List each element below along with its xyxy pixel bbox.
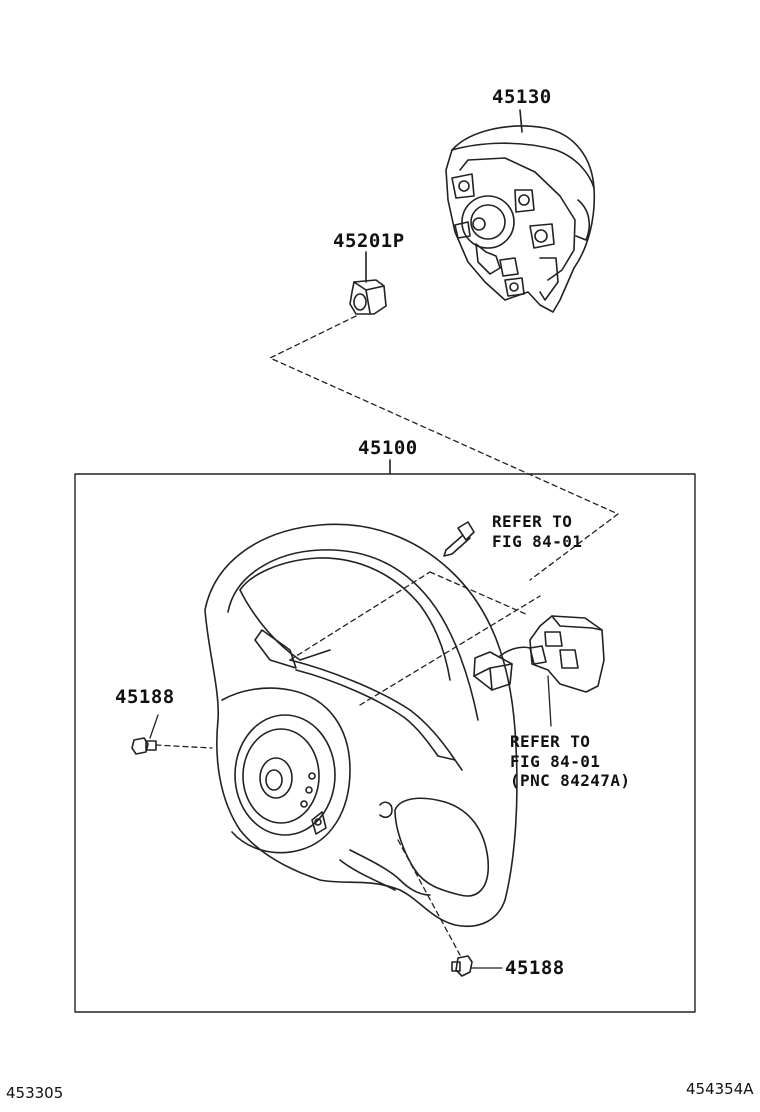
part-number-45188-bottom: 45188 [505, 957, 565, 979]
nut-drawing [349, 251, 387, 315]
reference-upper-line2: FIG 84-01 [492, 531, 583, 551]
leader-line-45130 [519, 109, 523, 133]
leader-line-45188-left [149, 714, 159, 739]
part-number-45188-left: 45188 [115, 686, 175, 708]
part-number-45100: 45100 [358, 437, 418, 459]
reference-upper-line1: REFER TO [492, 512, 573, 531]
footer-right-code: 454354A [686, 1080, 754, 1098]
nut-install-dashed-line [269, 315, 619, 581]
part-number-45201P: 45201P [333, 230, 405, 252]
reference-lower-line2: FIG 84-01 [510, 751, 601, 771]
steering-wheel-assembly-frame [74, 473, 696, 1013]
horn-pad-assembly-drawing [445, 109, 596, 313]
reference-lower-line1: REFER TO [510, 732, 591, 751]
part-number-45130: 45130 [492, 86, 552, 108]
steering-wheel-drawing [204, 521, 605, 927]
leader-line-ref-lower [547, 675, 552, 727]
install-dashed-lines [155, 571, 541, 956]
screw-left-drawing [131, 737, 157, 755]
footer-left-code: 453305 [6, 1084, 64, 1102]
reference-lower-line3: (PNC 84247A) [510, 771, 631, 791]
screw-bottom-drawing [451, 955, 473, 977]
